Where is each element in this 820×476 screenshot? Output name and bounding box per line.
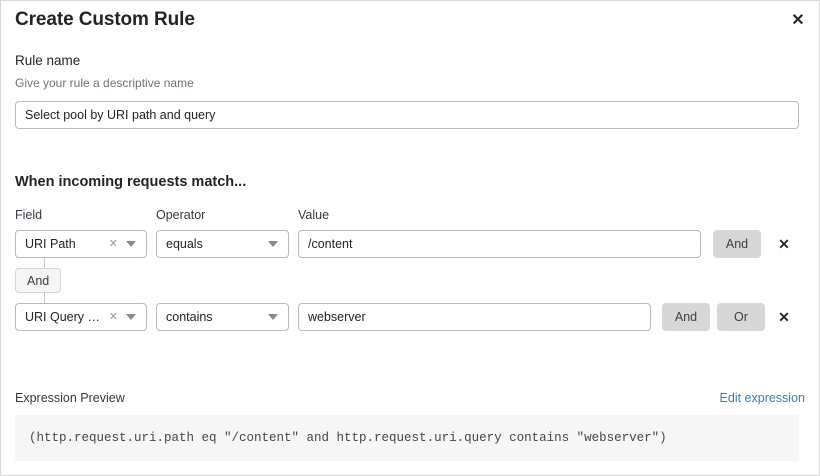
operator-select-row-2[interactable]: contains — [156, 303, 289, 331]
connector-line-top — [44, 258, 45, 268]
operator-select-row-1[interactable]: equals — [156, 230, 289, 258]
chevron-down-icon[interactable] — [268, 241, 278, 247]
row-connector: And — [15, 258, 105, 303]
or-button-row-2[interactable]: Or — [717, 303, 765, 331]
field-select-row-2-value: URI Query St... — [25, 310, 105, 324]
column-header-value: Value — [298, 208, 330, 222]
value-input-row-2[interactable] — [298, 303, 651, 331]
rule-name-label: Rule name — [15, 53, 81, 68]
match-section-heading: When incoming requests match... — [15, 174, 247, 190]
column-header-operator: Operator — [156, 208, 206, 222]
page-title: Create Custom Rule — [15, 9, 195, 30]
expression-preview-text: (http.request.uri.path eq "/content" and… — [29, 431, 667, 445]
and-button-row-2[interactable]: And — [662, 303, 710, 331]
operator-select-row-2-value: contains — [166, 310, 213, 324]
close-icon[interactable]: ✕ — [785, 8, 811, 34]
and-button-row-1[interactable]: And — [713, 230, 761, 258]
expression-preview-label: Expression Preview — [15, 391, 125, 405]
clear-x-icon[interactable]: ✕ — [108, 237, 118, 250]
chevron-down-icon[interactable] — [268, 314, 278, 320]
edit-expression-link[interactable]: Edit expression — [719, 391, 805, 405]
delete-row-button-1[interactable]: ✕ — [774, 230, 794, 258]
chevron-down-icon[interactable] — [126, 241, 136, 247]
delete-row-button-2[interactable]: ✕ — [774, 303, 794, 331]
field-select-row-1-value: URI Path — [25, 237, 76, 251]
connector-and-badge[interactable]: And — [15, 268, 62, 293]
value-input-row-1[interactable] — [298, 230, 701, 258]
column-header-field: Field — [15, 208, 43, 222]
operator-select-row-1-value: equals — [166, 237, 203, 251]
connector-line-bottom — [44, 293, 45, 303]
field-select-row-1[interactable]: URI Path ✕ — [15, 230, 147, 258]
field-select-row-2[interactable]: URI Query St... ✕ — [15, 303, 147, 331]
rule-name-input[interactable] — [15, 101, 799, 129]
rule-name-help-text: Give your rule a descriptive name — [15, 76, 194, 90]
expression-preview-box: (http.request.uri.path eq "/content" and… — [15, 415, 799, 461]
clear-x-icon[interactable]: ✕ — [108, 310, 118, 323]
chevron-down-icon[interactable] — [126, 314, 136, 320]
